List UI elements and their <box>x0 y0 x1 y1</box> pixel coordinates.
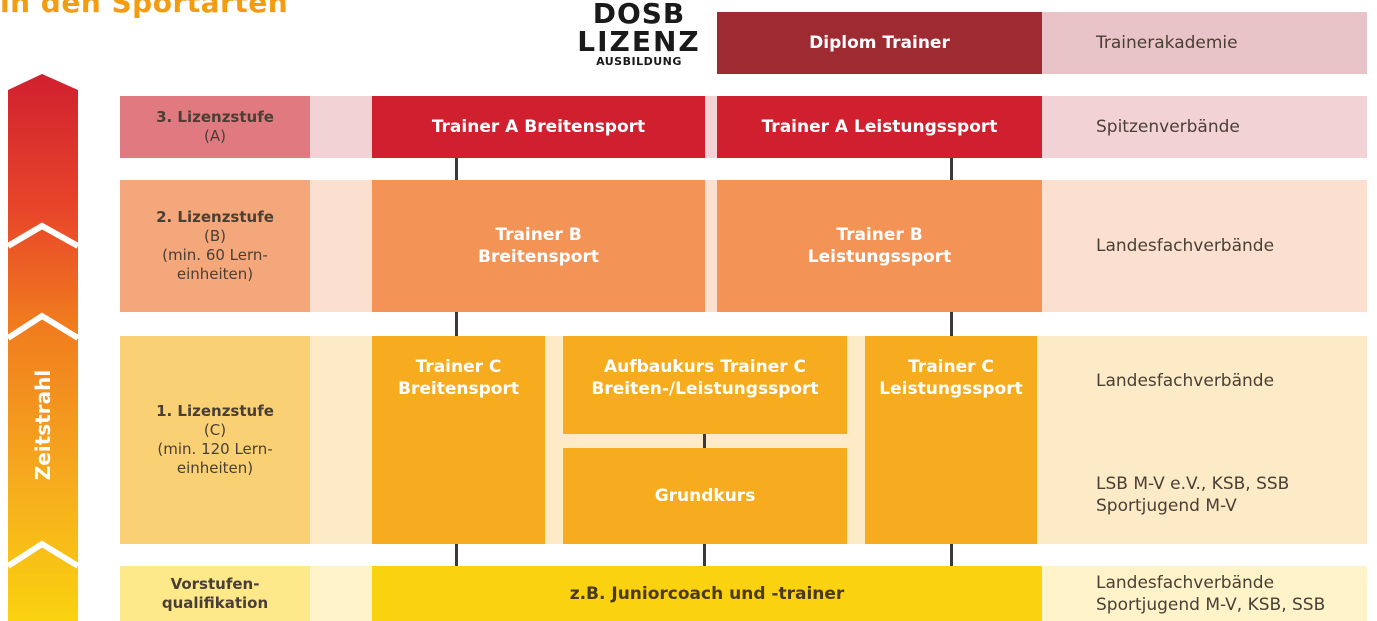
prelevel-org-line1: Landesfachverbände <box>1096 572 1275 593</box>
dosb-logo: DOSB LIZENZ AUSBILDUNG <box>577 0 698 80</box>
timeline-chevron-3 <box>6 540 80 569</box>
timeline-arrow <box>6 74 80 621</box>
level2-note-2: einheiten) <box>176 265 254 283</box>
connector-a-b-right <box>950 158 953 180</box>
trainer-b-leistungssport-line1: Trainer B <box>836 225 923 245</box>
trainer-c-breitensport-line2: Breitensport <box>398 379 519 399</box>
prelevel-title-1: Vorstufen- <box>170 574 260 593</box>
level2-code: (B) <box>204 227 226 245</box>
trainer-a-leistungssport-box: Trainer A Leistungssport <box>717 96 1042 158</box>
trainer-c-breitensport-box: Trainer C Breitensport <box>372 336 545 544</box>
logo-line2: LIZENZ <box>577 25 701 58</box>
aufbaukurs-line1: Aufbaukurs Trainer C <box>603 357 807 377</box>
trainer-b-breitensport-box: Trainer B Breitensport <box>372 180 705 312</box>
timeline-chevron-1 <box>6 222 80 249</box>
connector-c-v-left <box>455 544 458 566</box>
level3-org: Spitzenverbände <box>1096 117 1240 137</box>
level1-org-bottom-line2: Sportjugend M-V <box>1096 496 1237 516</box>
level1-title: 1. Lizenzstufe <box>156 402 274 420</box>
trainer-a-breitensport-box: Trainer A Breitensport <box>372 96 705 158</box>
level3-label: 3. Lizenzstufe (A) <box>120 96 310 158</box>
connector-b-c-right <box>950 312 953 336</box>
diplom-trainer-box: Diplom Trainer <box>717 12 1042 74</box>
level2-title: 2. Lizenzstufe <box>156 208 274 226</box>
level1-org-bottom: LSB M-V e.V., KSB, SSB Sportjugend M-V <box>1042 460 1367 530</box>
trainer-c-leistungssport-box: Trainer C Leistungssport <box>865 336 1037 544</box>
level1-org-top: Landesfachverbände <box>1096 371 1275 391</box>
juniorcoach-box: z.B. Juniorcoach und -trainer <box>372 566 1042 621</box>
trainer-c-leistungssport-line2: Leistungssport <box>879 379 1023 399</box>
page-title: in den Sportarten <box>0 0 289 19</box>
logo-line3: AUSBILDUNG <box>596 55 682 68</box>
connector-c-v-right <box>950 544 953 566</box>
level1-code: (C) <box>203 421 227 439</box>
aufbaukurs-line2: Breiten-/Leistungssport <box>591 379 819 399</box>
level1-org-bottom-line1: LSB M-V e.V., KSB, SSB <box>1096 474 1290 494</box>
trainer-b-breitensport-line1: Trainer B <box>495 225 582 245</box>
grundkurs-box: Grundkurs <box>563 448 847 544</box>
trainer-c-breitensport-line1: Trainer C <box>415 357 502 377</box>
diplom-org: Trainerakademie <box>1042 12 1367 74</box>
connector-a-b-left <box>455 158 458 180</box>
level3-title: 3. Lizenzstufe <box>156 108 274 126</box>
trainer-b-leistungssport-box: Trainer B Leistungssport <box>717 180 1042 312</box>
prelevel-title-2: qualifikation <box>161 593 269 612</box>
aufbaukurs-box: Aufbaukurs Trainer C Breiten-/Leistungss… <box>563 336 847 434</box>
prelevel-org-line2: Sportjugend M-V, KSB, SSB <box>1096 594 1326 615</box>
level3-code: (A) <box>204 127 226 145</box>
connector-b-c-left <box>455 312 458 336</box>
connector-grundkurs-aufbau <box>703 434 706 448</box>
prelevel-label: Vorstufen- qualifikation <box>120 566 310 621</box>
connector-c-v-middle <box>703 544 706 566</box>
timeline-chevron-2 <box>6 312 80 341</box>
level1-note-2: einheiten) <box>176 459 254 477</box>
trainer-c-leistungssport-line1: Trainer C <box>908 357 994 377</box>
timeline-label: Zeitstrahl <box>31 369 55 481</box>
level1-label: 1. Lizenzstufe (C) (min. 120 Lern- einhe… <box>120 336 310 544</box>
logo-line1: DOSB <box>592 0 686 30</box>
trainer-b-breitensport-line2: Breitensport <box>478 247 599 267</box>
level1-note-1: (min. 120 Lern- <box>157 440 273 458</box>
level2-note-1: (min. 60 Lern- <box>162 246 268 264</box>
level2-org: Landesfachverbände <box>1096 236 1275 256</box>
level2-label: 2. Lizenzstufe (B) (min. 60 Lern- einhei… <box>120 180 310 312</box>
trainer-b-leistungssport-line2: Leistungssport <box>807 247 952 267</box>
prelevel-org: Landesfachverbände Sportjugend M-V, KSB,… <box>1042 566 1367 621</box>
